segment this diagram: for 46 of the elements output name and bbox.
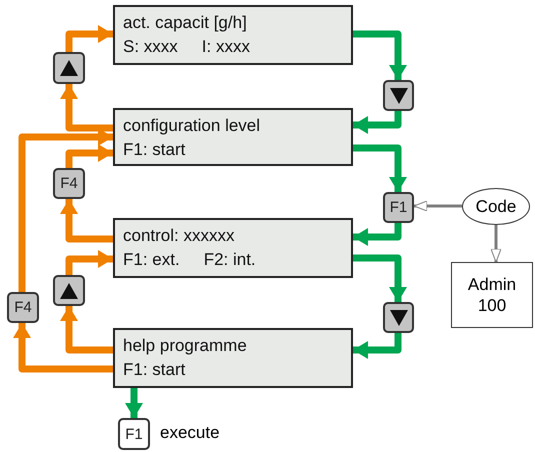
flow-arrow [353, 254, 407, 302]
admin-text: Admin 100 [466, 274, 518, 316]
flow-arrow [13, 323, 113, 372]
screen-text: S: xxxx [123, 36, 178, 58]
screen-text: configuration level [123, 115, 262, 137]
flow-arrow [66, 25, 113, 52]
key-label: F4 [14, 299, 32, 316]
hollow-arrow [490, 225, 502, 262]
key-button [383, 80, 414, 111]
flow-arrow [125, 388, 143, 418]
flow-arrow [353, 223, 402, 246]
flow-arrow [353, 30, 407, 80]
screen-text: control: xxxxxx [123, 225, 236, 247]
flow-arrow [66, 250, 113, 275]
key-caption: execute [160, 423, 220, 443]
key-label: F1 [390, 199, 408, 216]
flow-arrow [60, 306, 113, 354]
screen-text: act. capacit [g/h] [123, 12, 248, 34]
flow-arrow [353, 333, 402, 359]
display-screen-box [113, 108, 353, 166]
flow-arrow [60, 199, 113, 242]
key-button [118, 418, 150, 450]
key-button [53, 52, 85, 84]
screen-text: help programme [123, 335, 248, 357]
screen-text: F1: start [123, 139, 186, 161]
code-label: Code [476, 196, 516, 216]
screen-text: F2: int. [204, 249, 256, 271]
flow-arrow [353, 111, 402, 134]
admin-box [451, 262, 533, 328]
key-label: F1 [125, 426, 143, 442]
key-button [53, 168, 85, 199]
key-button [53, 275, 85, 306]
screen-text: F1: start [123, 359, 186, 381]
display-screen-box [113, 5, 353, 65]
screen-text: F1: ext. [123, 249, 180, 271]
key-button [383, 302, 414, 333]
flow-arrow [60, 84, 113, 132]
hollow-arrow [414, 200, 462, 212]
key-button [383, 192, 414, 223]
flow-arrow [66, 144, 113, 168]
screen-text: I: xxxx [202, 36, 250, 58]
key-label: F4 [60, 175, 78, 192]
flow-arrow [353, 144, 407, 192]
display-screen-box [113, 328, 353, 388]
display-screen-box [113, 218, 353, 278]
key-button [7, 292, 39, 323]
